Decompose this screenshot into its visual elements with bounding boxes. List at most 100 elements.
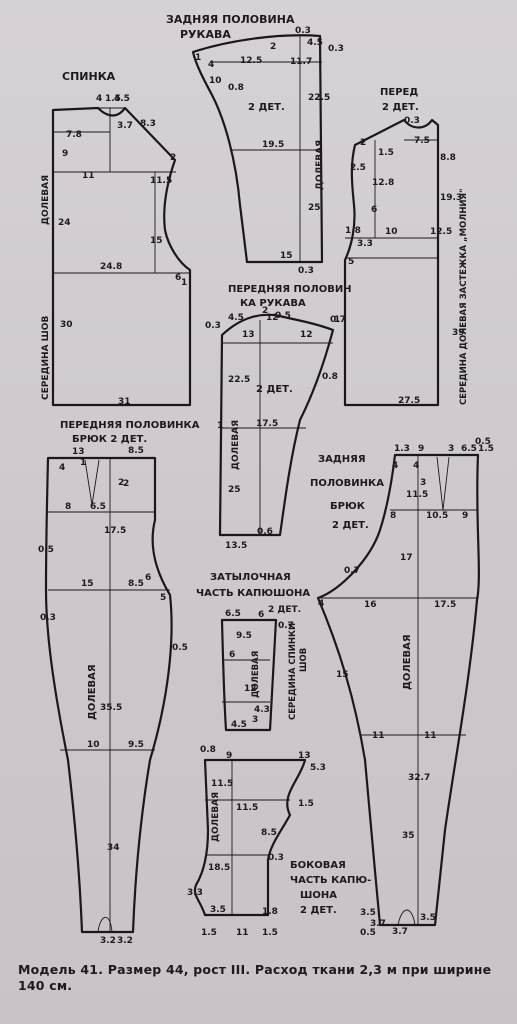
back-sleeve-grain: ДОЛЕВАЯ (315, 140, 325, 190)
front-dimension: 6 (371, 205, 377, 215)
hood-side-dimension: 11 (236, 928, 249, 938)
front-dimension: 12.5 (430, 227, 452, 237)
trousers-back-dimension: 4 (318, 599, 324, 609)
back-title: СПИНКА (62, 70, 116, 83)
back-dimension: 30 (60, 320, 73, 330)
back-trousers-count: 2 ДЕТ. (332, 520, 369, 531)
back-trousers-piece: ЗАДНЯЯ ПОЛОВИНКА БРЮК 2 ДЕТ. ДОЛЕВАЯ (310, 453, 480, 927)
sleeve-front-dimension: 12 (300, 330, 313, 340)
trousers-front-dimension: 35.5 (100, 703, 122, 713)
back-dimension: 24 (58, 218, 71, 228)
front-trousers-title-1: ПЕРЕДНЯЯ ПОЛОВИНКА (60, 420, 200, 431)
back-dimension: 7.8 (66, 130, 82, 140)
sleeve-back-dimension: 1 (195, 53, 201, 63)
hood-side-dimension: 13 (298, 751, 311, 761)
trousers-back-dimension: 4 (413, 461, 419, 471)
front-dimension: 0.3 (404, 116, 420, 126)
front-dimension: 19.3 (440, 193, 462, 203)
back-trousers-title-3: БРЮК (330, 501, 366, 512)
front-dimension: 12.8 (372, 178, 394, 188)
trousers-back-dimension: 3.5 (420, 913, 436, 923)
back-center-label: СЕРЕДИНА ШОВ (41, 316, 51, 400)
sleeve-back-dimension: 25 (308, 203, 321, 213)
back-dimension: 2 (170, 153, 176, 163)
sleeve-front-dimension: 22.5 (228, 375, 250, 385)
hood-side-dimension: 3.3 (187, 888, 203, 898)
hood-side-title-3: ШОНА (300, 890, 337, 901)
back-grain-label: ДОЛЕВАЯ (41, 175, 51, 225)
back-dimension: 11.5 (150, 176, 172, 186)
hood-side-dimension: 0.8 (200, 745, 216, 755)
trousers-front-dimension: 0.5 (172, 643, 188, 653)
trousers-front-dimension: 34 (107, 843, 120, 853)
sleeve-front-dimension: 0.3 (205, 321, 221, 331)
hood-side-count: 2 ДЕТ. (300, 905, 337, 916)
trousers-back-dimension: 3.7 (370, 919, 386, 929)
sleeve-back-dimension: 11.7 (290, 57, 312, 67)
sleeve-back-dimension: 19.5 (262, 140, 284, 150)
hood-back-outline (220, 618, 278, 732)
hood-back-piece: ЗАТЫЛОЧНАЯ ЧАСТЬ КАПЮШОНА 2 ДЕТ. ДОЛЕВАЯ… (196, 572, 310, 732)
front-sleeve-grain: ДОЛЕВАЯ (231, 420, 241, 470)
sleeve-back-dimension: 4 (208, 60, 214, 70)
hood-side-dimension: 1.8 (262, 907, 278, 917)
front-sleeve-piece: ПЕРЕДНЯЯ ПОЛОВИН КА РУКАВА 2 ДЕТ. ДОЛЕВА… (218, 284, 352, 537)
hood-side-dimension: 8.5 (261, 828, 277, 838)
sleeve-back-dimension: 0.3 (298, 266, 314, 276)
trousers-back-dimension: 32.7 (408, 773, 430, 783)
hood-side-dimension: 1.5 (262, 928, 278, 938)
front-dimension: 7.5 (414, 136, 430, 146)
trousers-front-dimension: 0.3 (40, 613, 56, 623)
front-dimension: 2.5 (350, 163, 366, 173)
sleeve-back-dimension: 15 (280, 251, 293, 261)
trousers-front-dimension: 2 (118, 478, 124, 488)
trousers-back-dimension: 9 (418, 444, 424, 454)
front-dimension: 1 (334, 315, 340, 325)
sleeve-back-dimension: 0.3 (295, 26, 311, 36)
back-dimension: 31 (118, 397, 131, 407)
back-sleeve-outline (191, 34, 324, 264)
front-trousers-title-2: БРЮК 2 ДЕТ. (72, 434, 147, 445)
back-trousers-grain: ДОЛЕВАЯ (402, 634, 413, 690)
back-dimension: 15 (150, 236, 163, 246)
back-dimension: 9 (62, 149, 68, 159)
trousers-front-dimension: 2 (123, 479, 129, 489)
hood-back-dimension: 6.5 (225, 609, 241, 619)
trousers-back-dimension: 17 (400, 553, 413, 563)
hood-back-title-2: ЧАСТЬ КАПЮШОНА (196, 588, 310, 599)
sleeve-front-dimension: 13 (242, 330, 255, 340)
front-dimension: 27.5 (398, 396, 420, 406)
hood-side-dimension: 3.5 (210, 905, 226, 915)
trousers-front-dimension: 8.5 (128, 446, 144, 456)
back-outline (51, 106, 192, 407)
sleeve-front-dimension: 25 (228, 485, 241, 495)
trousers-back-dimension: 11 (424, 731, 437, 741)
hood-side-dimension: 11.5 (211, 779, 233, 789)
trousers-front-dimension: 0.5 (38, 545, 54, 555)
trousers-back-dimension: 6.5 (461, 444, 477, 454)
hood-back-dimension: 0.7 (278, 621, 294, 631)
back-dimension: 1.5 (105, 94, 121, 104)
trousers-front-dimension: 6.5 (90, 502, 106, 512)
front-sleeve-title-1: ПЕРЕДНЯЯ ПОЛОВИН (228, 284, 352, 295)
front-trousers-outline (44, 456, 173, 934)
sleeve-back-dimension: 10 (209, 76, 222, 86)
trousers-front-dimension: 5 (160, 593, 166, 603)
hood-side-dimension: 9 (226, 751, 232, 761)
back-dimension: 6 (175, 273, 181, 283)
trousers-back-dimension: 16 (364, 600, 377, 610)
front-outline (343, 118, 440, 407)
hood-side-dimension: 11.5 (236, 803, 258, 813)
back-dimension: 1 (181, 278, 187, 288)
trousers-back-dimension: 0.5 (360, 928, 376, 938)
sleeve-back-dimension: 0.3 (328, 44, 344, 54)
back-piece: СПИНКА СЕРЕДИНА ШОВ ДОЛЕВАЯ (41, 70, 192, 407)
trousers-front-dimension: 15 (81, 579, 94, 589)
caption: Модель 41. Размер 44, рост III. Расход т… (18, 962, 492, 993)
hood-back-dimension: 6 (229, 650, 235, 660)
back-trousers-title-2: ПОЛОВИНКА (310, 478, 384, 489)
trousers-back-dimension: 1.5 (478, 444, 494, 454)
trousers-front-dimension: 13 (72, 447, 85, 457)
